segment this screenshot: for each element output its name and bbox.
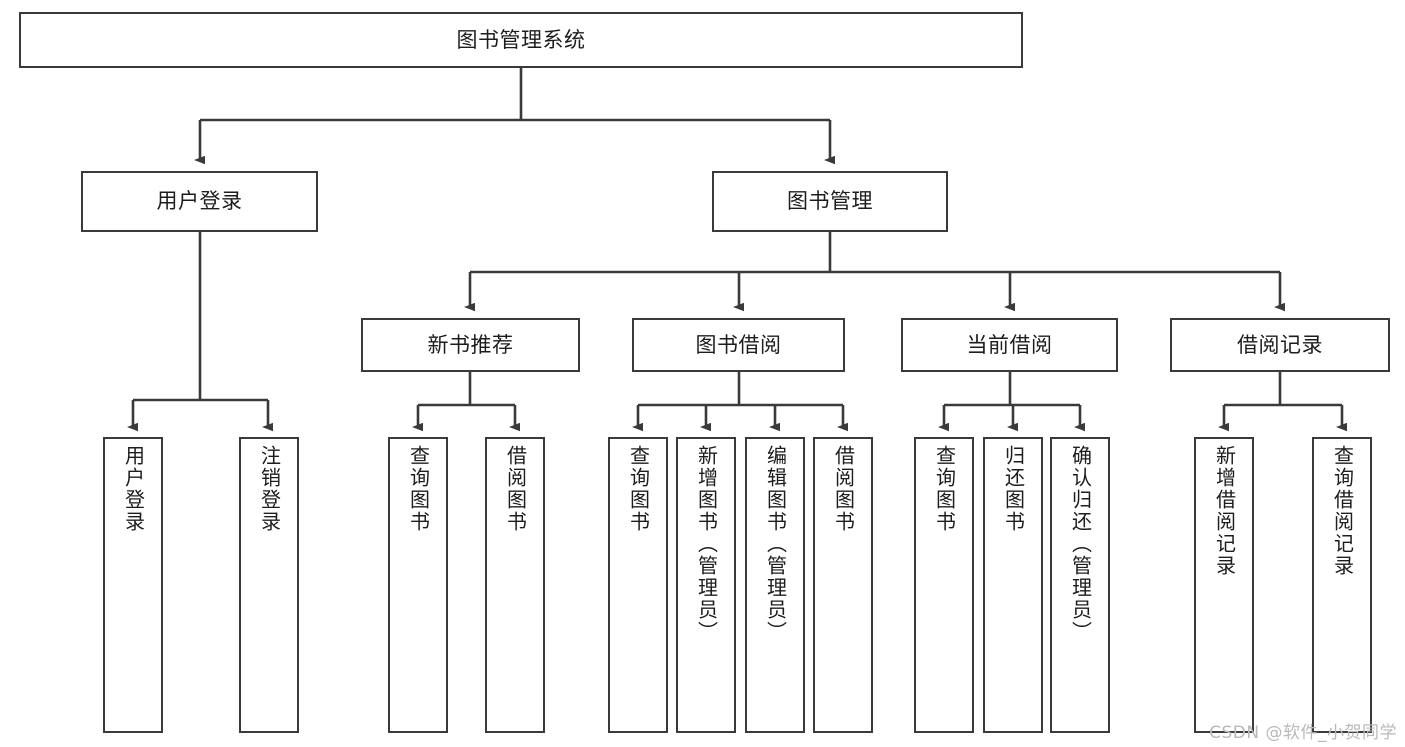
node-borrow-record-label: 借阅记录 — [1237, 332, 1323, 357]
node-root-label: 图书管理系统 — [456, 27, 586, 52]
node-leaf-add-record[interactable]: 新增借阅记录 — [1194, 437, 1254, 733]
node-leaf-borrow-book-2-label: 借阅图书 — [831, 445, 856, 533]
node-leaf-add-book-label: 新增图书（管理员） — [694, 445, 719, 643]
node-leaf-add-book[interactable]: 新增图书（管理员） — [676, 437, 736, 733]
node-root[interactable]: 图书管理系统 — [19, 12, 1023, 68]
node-new-book-recommend[interactable]: 新书推荐 — [361, 318, 580, 372]
node-leaf-query-book-3-label: 查询图书 — [932, 445, 957, 533]
node-new-book-recommend-label: 新书推荐 — [427, 332, 514, 357]
node-leaf-borrow-book-2[interactable]: 借阅图书 — [813, 437, 873, 733]
node-leaf-query-book-1-label: 查询图书 — [406, 445, 431, 533]
node-leaf-return-book-label: 归还图书 — [1001, 445, 1026, 533]
node-book-borrow-label: 图书借阅 — [695, 332, 782, 357]
node-leaf-user-login-label: 用户登录 — [121, 445, 146, 533]
node-leaf-query-record[interactable]: 查询借阅记录 — [1312, 437, 1372, 733]
node-current-borrow[interactable]: 当前借阅 — [901, 318, 1118, 372]
node-leaf-query-book-3[interactable]: 查询图书 — [914, 437, 974, 733]
node-leaf-edit-book-label: 编辑图书（管理员） — [763, 445, 788, 643]
node-book-management-label: 图书管理 — [787, 189, 873, 214]
node-leaf-add-record-label: 新增借阅记录 — [1212, 445, 1237, 577]
node-leaf-logout-label: 注销登录 — [257, 445, 282, 533]
node-current-borrow-label: 当前借阅 — [966, 332, 1053, 357]
node-leaf-query-book-2[interactable]: 查询图书 — [608, 437, 668, 733]
node-leaf-logout[interactable]: 注销登录 — [239, 437, 299, 733]
node-leaf-confirm-return[interactable]: 确认归还（管理员） — [1050, 437, 1110, 733]
node-leaf-query-book-2-label: 查询图书 — [626, 445, 651, 533]
node-leaf-borrow-book-1[interactable]: 借阅图书 — [485, 437, 545, 733]
node-borrow-record[interactable]: 借阅记录 — [1170, 318, 1390, 372]
node-user-login-label: 用户登录 — [156, 189, 243, 214]
node-book-management[interactable]: 图书管理 — [712, 171, 948, 232]
node-book-borrow[interactable]: 图书借阅 — [632, 318, 845, 372]
node-leaf-return-book[interactable]: 归还图书 — [983, 437, 1043, 733]
node-leaf-user-login[interactable]: 用户登录 — [103, 437, 163, 733]
node-leaf-query-record-label: 查询借阅记录 — [1330, 445, 1355, 577]
node-leaf-borrow-book-1-label: 借阅图书 — [503, 445, 528, 533]
node-leaf-query-book-1[interactable]: 查询图书 — [388, 437, 448, 733]
node-leaf-edit-book[interactable]: 编辑图书（管理员） — [745, 437, 805, 733]
node-leaf-confirm-return-label: 确认归还（管理员） — [1068, 445, 1093, 643]
node-user-login[interactable]: 用户登录 — [81, 171, 318, 232]
